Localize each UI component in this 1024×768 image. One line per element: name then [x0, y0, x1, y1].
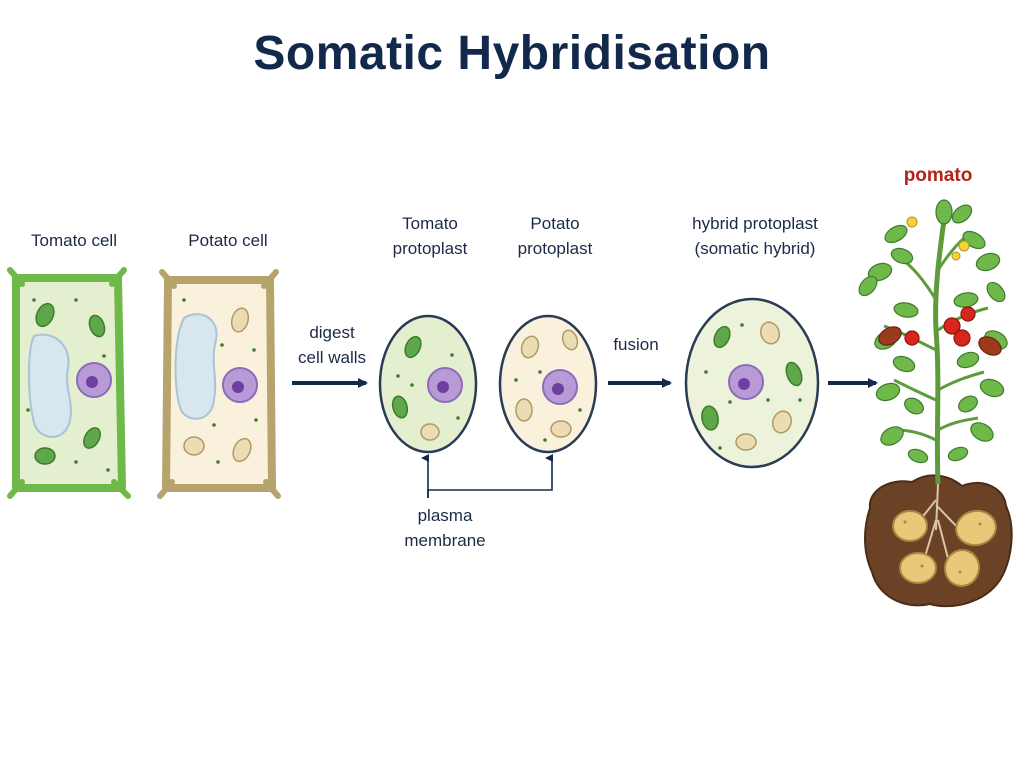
hybrid-protoplast	[684, 297, 820, 469]
amyloplast-icon	[520, 335, 540, 359]
vacuole-icon	[27, 333, 72, 438]
flower-icon	[906, 216, 970, 261]
chloroplast-icon	[713, 325, 731, 349]
amyloplast-icon	[230, 307, 250, 333]
label-tomato-protoplast: Tomato protoplast	[392, 214, 468, 258]
potato-tuber-icon	[892, 510, 928, 542]
amyloplast-icon	[759, 321, 781, 345]
label-potato-cell: Potato cell	[188, 231, 268, 250]
potato-cell	[157, 269, 281, 499]
tomato-protoplast	[378, 314, 478, 454]
chloroplast-icon	[35, 302, 55, 328]
plasma-membrane-pointer	[421, 454, 553, 498]
page-title: Somatic Hybridisation	[253, 27, 771, 80]
label-plasma-membrane: plasma membrane	[404, 506, 486, 550]
tomato-cell	[7, 267, 131, 499]
label-pomato: pomato	[903, 165, 973, 186]
label-tomato-cell: Tomato cell	[31, 231, 117, 250]
pomato-plant	[858, 199, 1013, 608]
label-digest-cell-walls: digest cell walls	[297, 323, 367, 367]
vacuole-icon	[174, 313, 218, 420]
potato-protoplast	[498, 314, 598, 454]
chloroplast-icon	[404, 335, 422, 359]
label-hybrid-protoplast: hybrid protoplast (somatic hybrid)	[692, 214, 818, 258]
label-fusion: fusion	[613, 335, 659, 354]
tomato-fruit-icon	[904, 306, 976, 347]
label-potato-protoplast: Potato protoplast	[517, 214, 593, 258]
